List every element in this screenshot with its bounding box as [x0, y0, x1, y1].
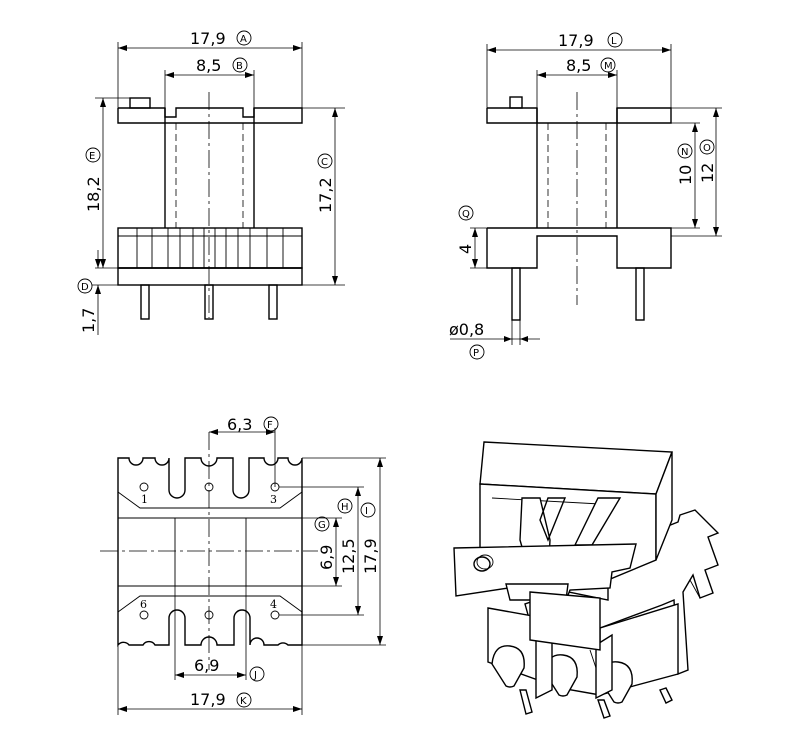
dim-e-tag: E — [89, 151, 95, 162]
dim-p-tag: P — [473, 348, 479, 359]
dim-k-tag: K — [240, 696, 247, 707]
dim-g-value: 6,9 — [317, 545, 336, 570]
dim-i-tag: I — [365, 506, 368, 517]
dim-j-value: 6,9 — [194, 656, 219, 675]
dim-b-tag: B — [236, 61, 243, 72]
dim-o-tag: O — [703, 143, 711, 154]
dim-d-tag: D — [81, 282, 89, 293]
pin-label-4: 4 — [270, 598, 277, 611]
dim-l-tag: L — [611, 36, 617, 47]
front-view — [92, 42, 345, 335]
dim-f-tag: F — [267, 420, 273, 431]
dim-l-value: 17,9 — [558, 31, 594, 50]
dim-h-value: 12,5 — [339, 538, 358, 574]
dim-c-value: 17,2 — [316, 177, 335, 213]
dim-n-value: 10 — [676, 165, 695, 185]
dim-d-value: 1,7 — [79, 308, 98, 333]
bottom-view — [100, 428, 386, 715]
dim-c-tag: C — [321, 157, 328, 168]
pin-label-3: 3 — [270, 493, 277, 506]
dim-o-value: 12 — [698, 163, 717, 183]
pin-label-6: 6 — [140, 598, 147, 611]
dim-j-tag: J — [253, 670, 257, 681]
dim-i-value: 17,9 — [361, 538, 380, 574]
dim-a-value: 17,9 — [190, 29, 226, 48]
isometric-view — [453, 441, 720, 719]
dim-h-tag: H — [341, 502, 349, 513]
dim-b-value: 8,5 — [196, 56, 221, 75]
dim-f-value: 6,3 — [227, 415, 252, 434]
dim-q-tag: Q — [462, 209, 470, 220]
dim-q-value: 4 — [456, 244, 475, 254]
dim-a-tag: A — [240, 34, 247, 45]
dim-e-value: 18,2 — [84, 176, 103, 212]
dim-p-value: ø0,8 — [449, 320, 484, 339]
dim-k-value: 17,9 — [190, 690, 226, 709]
pin-label-1: 1 — [141, 493, 148, 506]
dim-g-tag: G — [318, 520, 326, 531]
dim-m-tag: M — [604, 61, 613, 72]
dim-n-tag: N — [681, 147, 688, 158]
dim-m-value: 8,5 — [566, 56, 591, 75]
side-view — [450, 44, 722, 345]
